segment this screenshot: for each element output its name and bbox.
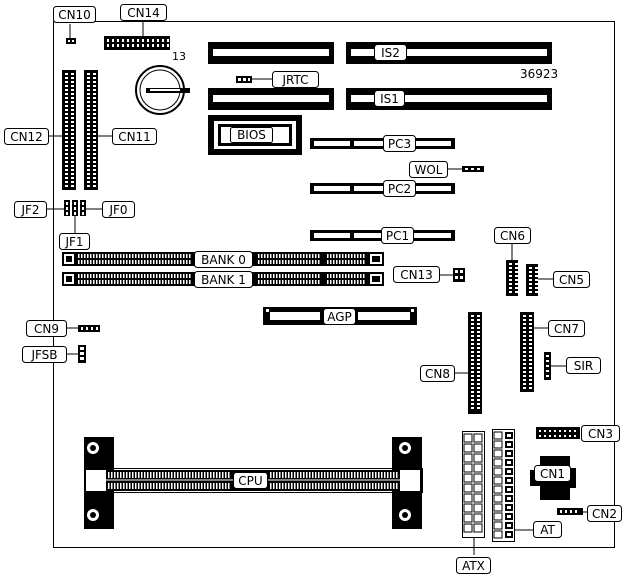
bank1-label-text: BANK 1 [201,273,246,287]
cn13-label: CN13 [393,266,440,283]
cn8-label-text: CN8 [425,367,450,381]
cn14-connector [104,21,170,50]
jf2-label-text: JF2 [20,203,39,217]
cn6-label-text: CN6 [500,229,525,243]
cn10-label: CN10 [53,6,96,23]
cpu-label: CPU [233,472,268,489]
wol-label-text: WOL [415,163,443,177]
cn14-label-text: CN14 [127,6,160,20]
at-power-connector [492,429,533,542]
is2-label: IS2 [374,44,407,61]
cn5-connector [526,264,553,296]
cn8-connector [454,312,482,414]
bank0-label: BANK 0 [194,251,253,268]
cn7-label: CN7 [548,320,585,337]
cn12-header [62,70,76,190]
cn11-header [84,70,98,190]
jf0-label-text: JF0 [108,203,127,217]
cn13-connector [439,268,465,282]
jrtc-label: JRTC [272,71,319,88]
cn11-label: CN11 [98,128,157,145]
pc1-label-text: PC1 [386,229,409,243]
jf1-label: JF1 [59,216,90,250]
jrtc-label-text: JRTC [281,73,308,87]
jfsb-jumper [66,345,86,363]
wol-label: WOL [409,161,448,178]
at-label-text: AT [540,523,555,537]
is2-label-text: IS2 [381,46,400,60]
bank0-label-text: BANK 0 [201,253,246,267]
bank1-label: BANK 1 [194,271,253,288]
sir-label: SIR [566,357,601,374]
cn3-connector [536,427,580,439]
jrtc-jumper [236,76,272,83]
jf1-label-text: JF1 [64,235,83,249]
is1-label-text: IS1 [380,92,399,106]
cn1-label: CN1 [534,465,571,482]
jfsb-label-text: JFSB [30,348,57,362]
bios-label-text: BIOS [237,128,266,142]
cn5-label-text: CN5 [559,273,584,287]
at-label: AT [533,521,562,538]
jfsb-label: JFSB [22,346,67,363]
agp-label: AGP [323,308,356,325]
cn12-label-text: CN12 [10,130,43,144]
cn2-connector [557,508,587,515]
sir-label-text: SIR [574,359,594,373]
part-number: 36923 [520,67,558,81]
atx-label-text: ATX [462,559,485,573]
pc2-label: PC2 [383,180,416,197]
cn7-label-text: CN7 [554,322,579,336]
pci-slot-pc2 [310,183,455,194]
cn7-connector [520,312,548,392]
cpu-label-text: CPU [238,474,262,488]
cn14-pin-number: 13 [172,50,186,63]
bios-chip: BIOS [208,115,302,155]
wol-connector [448,166,484,172]
cn12-label: CN12 [4,128,62,145]
cn6-label: CN6 [494,227,531,244]
pci-slot-pc3 [310,138,455,149]
cn2-label: CN2 [587,505,622,522]
atx-power-connector [462,431,485,555]
pc2-label-text: PC2 [388,182,411,196]
cn1-label-text: CN1 [540,467,565,481]
cn14-label: CN14 [120,4,167,21]
agp-label-text: AGP [327,310,352,324]
cn3-label-text: CN3 [588,427,613,441]
cn9-connector [66,325,100,332]
cn10-label-text: CN10 [58,8,91,22]
jf2-label: JF2 [14,201,64,218]
cn10-connector [66,24,76,44]
pc1-label: PC1 [381,227,414,244]
cn5-label: CN5 [553,271,590,288]
jf-jumpers [64,200,86,216]
pc3-label-text: PC3 [388,137,411,151]
cn13-label-text: CN13 [400,268,433,282]
is1-label: IS1 [374,90,405,107]
atx-label: ATX [456,557,491,574]
pc3-label: PC3 [383,135,416,152]
cn8-label: CN8 [420,365,455,382]
sir-connector [544,352,566,380]
cn9-label-text: CN9 [34,322,59,336]
cn11-label-text: CN11 [118,130,151,144]
battery [135,65,190,115]
cn6-connector [506,244,518,296]
cn3-label: CN3 [581,425,620,442]
jf0-label: JF0 [86,201,135,218]
cn9-label: CN9 [26,320,67,337]
cn2-label-text: CN2 [592,507,617,521]
board-outline [53,21,615,548]
